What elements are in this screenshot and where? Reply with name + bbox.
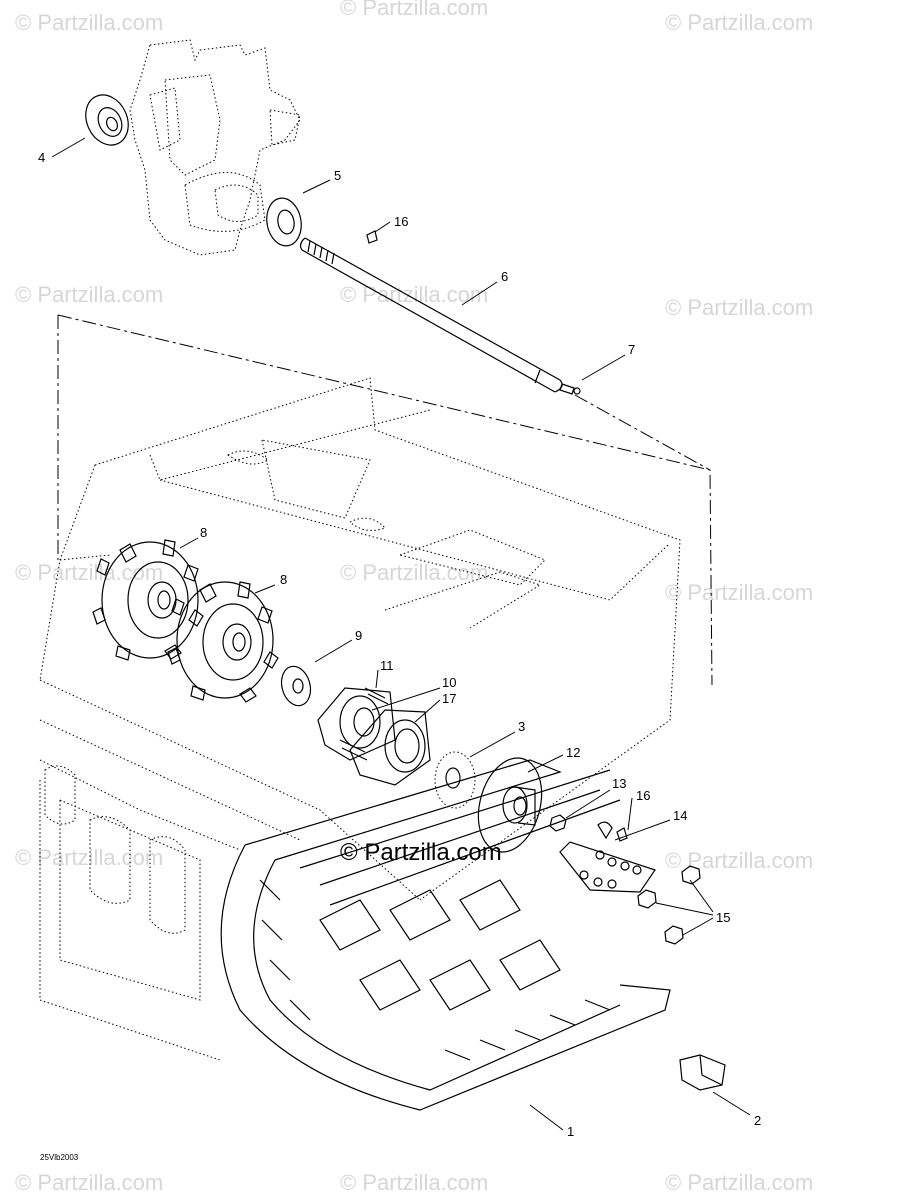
callout-7: 7 (628, 342, 635, 357)
watermark: © Partzilla.com (15, 845, 163, 870)
callout-9: 9 (355, 628, 362, 643)
callout-5: 5 (334, 168, 341, 183)
callout-4: 4 (38, 150, 45, 165)
bracket-part-14 (559, 821, 656, 893)
drive-axle-part-6 (299, 237, 563, 393)
seal-part-5 (266, 197, 302, 247)
watermark: © Partzilla.com (665, 848, 813, 873)
callout-8-front: 8 (280, 572, 287, 587)
washer-part-9 (280, 665, 312, 707)
alignment-frame (57, 314, 713, 686)
callout-11: 11 (380, 658, 394, 673)
o-ring-part-3 (434, 751, 476, 809)
studs-part-11 (364, 687, 389, 705)
block-part-2 (679, 1054, 726, 1091)
watermark: © Partzilla.com (15, 282, 163, 307)
watermark: © Partzilla.com (340, 560, 488, 585)
watermark: © Partzilla.com (15, 560, 163, 585)
nut-part-13 (549, 814, 567, 832)
cover-part-12 (477, 757, 543, 853)
sprocket-part-8-front (167, 581, 279, 703)
callout-16-bottom: 16 (636, 788, 650, 803)
callout-16-top: 16 (394, 214, 408, 229)
watermark: © Partzilla.com (665, 580, 813, 605)
callout-12: 12 (566, 745, 580, 760)
callout-15: 15 (716, 910, 730, 925)
watermark: © Partzilla.com (665, 1170, 813, 1195)
track-part-1 (220, 759, 671, 1111)
watermark: © Partzilla.com (340, 1170, 488, 1195)
plug-part-16-bottom (616, 827, 628, 842)
callout-3: 3 (518, 719, 525, 734)
chaincase-housing (129, 39, 301, 256)
watermark: © Partzilla.com (15, 10, 163, 35)
callout-1: 1 (567, 1124, 574, 1139)
callout-14: 14 (673, 808, 687, 823)
bearing-part-4 (85, 94, 129, 146)
watermark-layer: © Partzilla.com © Partzilla.com © Partzi… (15, 0, 813, 1195)
bearing-housing-part-10 (317, 687, 396, 761)
callout-6: 6 (501, 269, 508, 284)
callout-labels: 4 5 16 6 7 8 8 9 11 10 17 3 12 13 16 14 … (38, 150, 761, 1139)
nuts-part-15 (637, 865, 701, 945)
callout-17: 17 (442, 691, 456, 706)
tunnel-frame (39, 377, 681, 1061)
sprocket-part-8-rear (92, 539, 204, 661)
callout-8-rear: 8 (200, 525, 207, 540)
watermark: © Partzilla.com (665, 10, 813, 35)
callout-13: 13 (612, 776, 626, 791)
center-watermark: © Partzilla.com (340, 839, 502, 866)
leader-lines (51, 137, 751, 1131)
gasket-part-17 (349, 709, 431, 786)
watermark: © Partzilla.com (665, 295, 813, 320)
watermark: © Partzilla.com (340, 0, 488, 20)
watermark: © Partzilla.com (340, 282, 488, 307)
plug-part-16-top (366, 230, 378, 244)
callout-10: 10 (442, 675, 456, 690)
callout-2: 2 (754, 1113, 761, 1128)
reference-code: 25Vlb2003 (40, 1153, 79, 1162)
watermark: © Partzilla.com (15, 1170, 163, 1195)
fastener-part-7 (559, 383, 581, 395)
